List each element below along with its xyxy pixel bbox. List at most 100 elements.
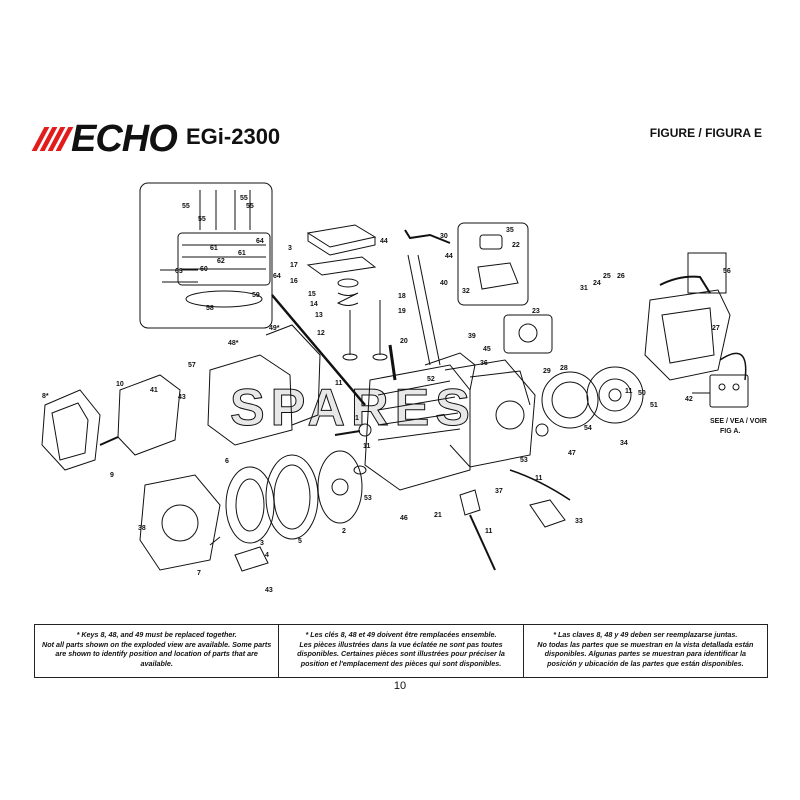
echo-logo: ECHO [31,118,178,160]
callout: 40 [440,280,448,287]
callout: 29 [543,368,551,375]
model-name: EGi-2300 [186,124,281,149]
note-availability: Not all parts shown on the exploded view… [42,639,272,669]
callout: 8* [42,393,49,400]
callout: 34 [620,440,628,447]
callout: 9 [110,472,114,479]
callout: 55 [246,203,254,210]
callout: 64 [273,273,281,280]
callout: 58 [206,305,214,312]
callout: 11 [485,528,493,535]
logo-stripes [31,127,74,151]
rear-cover [139,474,269,572]
recoil-starter [535,366,644,437]
callout: 19 [398,308,406,315]
callout: 53 [364,495,372,502]
callout: 7 [197,570,201,577]
callout: 1 [355,415,359,422]
callout: 53 [520,457,528,464]
note-keys: * Keys 8, 48, and 49 must be replaced to… [76,630,237,639]
callout: 11 [363,443,371,450]
callout: 15 [308,291,316,298]
callout: 50 [638,390,646,397]
callout: 21 [434,512,442,519]
note-availability: Les pièces illustrées dans la vue éclaté… [297,639,505,669]
callout: 17 [290,262,298,269]
callout: 61 [238,250,246,257]
figure-label: FIGURE / FIGURA E [649,126,762,140]
diagram-svg: SPARES [41,182,767,594]
callout: 4 [265,552,269,559]
callout: 44 [380,238,388,245]
callout: 45 [483,346,491,353]
callout: 52 [427,376,435,383]
callout: 35 [506,227,514,234]
callout: 59 [252,292,260,299]
callout: 28 [560,365,568,372]
callout: 48* [228,340,239,347]
callout: 39 [468,333,476,340]
fan-housing [444,359,536,468]
callout: 30 [440,233,448,240]
callout: 43 [178,394,186,401]
callout: 18 [398,293,406,300]
page-number: 10 [393,680,407,692]
callout: 60 [200,266,208,273]
callout: 37 [495,488,503,495]
note-keys: * Les clés 8, 48 et 49 doivent être remp… [305,630,497,639]
see-fig-label: SEE / VEA / VOIR [710,418,767,425]
callout: 38 [138,525,146,532]
callout: 56 [723,268,731,275]
callout: 54 [584,425,592,432]
callout: 42 [685,396,693,403]
callout: 55 [198,216,206,223]
callout: 20 [400,338,408,345]
base-parts [459,469,571,571]
note-keys: * Las claves 8, 48 y 49 deben ser reempl… [553,630,738,639]
watermark-text: SPARES [230,379,476,437]
callout: 31 [580,285,588,292]
callout: 36 [480,360,488,367]
callout: 41 [150,387,158,394]
valve-cover-assembly [306,224,451,381]
callout: 5 [298,538,302,545]
callout: 25 [603,273,611,280]
callout: 11 [625,388,633,395]
callout-labels: 55 55 55 55 64 64 61 61 62 63 60 59 58 3… [42,195,767,594]
callout: 11 [535,475,543,482]
notes-table: * Keys 8, 48, and 49 must be replaced to… [34,624,768,678]
callout: 64 [256,238,264,245]
brand-name: ECHO [71,118,178,160]
callout: 61 [210,245,218,252]
left-shroud [41,324,321,471]
callout: 43 [265,587,273,594]
page-header: ECHO EGi-2300 FIGURE / FIGURA E [31,118,762,160]
callout: 27 [712,325,720,332]
cylinder-head-inset [139,182,366,406]
callout: 32 [462,288,470,295]
callout: 57 [188,362,196,369]
callout: 46 [400,515,408,522]
notes-english: * Keys 8, 48, and 49 must be replaced to… [35,625,278,677]
callout: 11 [335,380,343,387]
callout: 24 [593,280,601,287]
callout: 62 [217,258,225,265]
engine-block [334,352,476,491]
callout: 47 [568,450,576,457]
callout: 14 [310,301,318,308]
air-filter-housing [644,252,747,381]
callout: 3 [260,540,264,547]
callout: 23 [532,308,540,315]
exploded-parts-diagram: SPARES [30,175,770,615]
callout: 33 [575,518,583,525]
callout: 55 [240,195,248,202]
callout: 49* [269,325,280,332]
control-panel [692,374,749,408]
callout: 51 [650,402,658,409]
note-availability: No todas las partes que se muestran en l… [537,639,754,669]
callout: 2 [342,528,346,535]
callout: 3 [288,245,292,252]
callout: 26 [617,273,625,280]
callout: 6 [225,458,229,465]
callout: 13 [315,312,323,319]
